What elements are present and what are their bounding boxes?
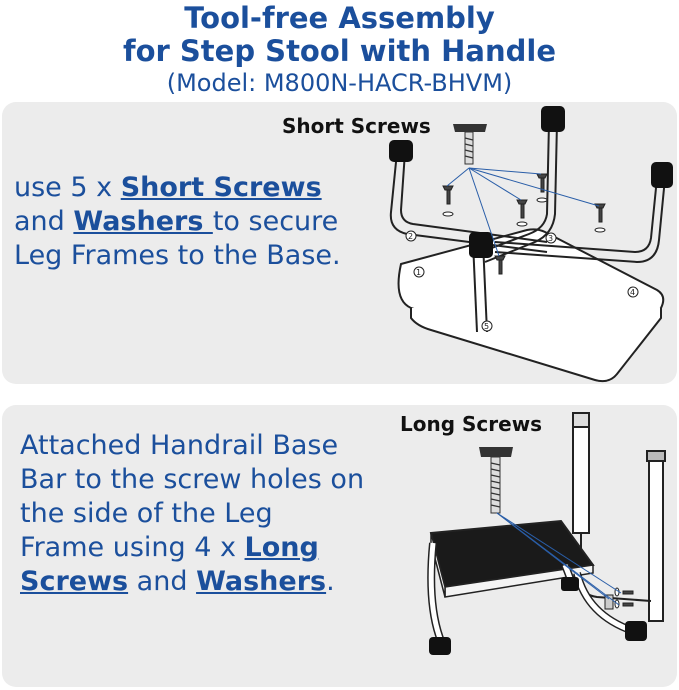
stool-base-plate — [397, 228, 665, 383]
short-screw-icon — [453, 124, 487, 165]
instr2-text-c: . — [326, 566, 335, 597]
mini-screws — [442, 173, 606, 275]
long-screws-link: Long Screws — [20, 532, 319, 597]
hole-number-5: 5 — [484, 322, 489, 331]
short-screws-link: Short Screws — [120, 172, 322, 203]
instr1-text-c: to secure Leg Frames to the Base. — [14, 206, 341, 271]
washers-link-2: Washers — [196, 566, 327, 597]
page-title-line-1: Tool-free Assembly — [184, 1, 495, 35]
leg-frame — [389, 121, 666, 333]
model-number: (Model: M800N-HACR-BHVM) — [166, 69, 513, 97]
instr1-text-b: and — [14, 206, 74, 237]
hole-number-2: 2 — [408, 232, 413, 241]
hole-number-1: 1 — [416, 268, 421, 277]
washers-link-1: Washers — [73, 206, 213, 237]
hole-number-4: 4 — [630, 288, 635, 297]
long-screw-icon — [479, 447, 513, 514]
instr1-text-a: use 5 x — [14, 172, 121, 203]
hole-number-3: 3 — [548, 234, 553, 243]
page-title-line-2: for Step Stool with Handle — [122, 34, 557, 68]
short-screws-caption: Short Screws — [282, 114, 431, 138]
stool-body — [427, 519, 647, 655]
instr2-text-a: Attached Handrail Base Bar to the screw … — [20, 430, 365, 563]
stool-with-handle-illustration — [427, 412, 666, 655]
long-screws-caption: Long Screws — [400, 412, 543, 436]
pointer-lines — [446, 167, 600, 257]
stool-underside-illustration: 2 1 3 4 5 — [389, 106, 673, 383]
instr2-text-b: and — [128, 566, 197, 597]
pointer-lines-2 — [496, 512, 622, 606]
short-screws-instructions: use 5 x Short Screws and Washers to secu… — [14, 171, 359, 273]
long-screws-instructions: Attached Handrail Base Bar to the screw … — [20, 429, 365, 599]
long-screws-panel: Attached Handrail Base Bar to the screw … — [2, 405, 677, 687]
header: Tool-free Assembly for Step Stool with H… — [0, 0, 679, 98]
hole-number-markers: 2 1 3 4 5 — [405, 230, 639, 332]
short-screws-panel: use 5 x Short Screws and Washers to secu… — [2, 102, 677, 384]
leg-caps — [389, 106, 673, 258]
